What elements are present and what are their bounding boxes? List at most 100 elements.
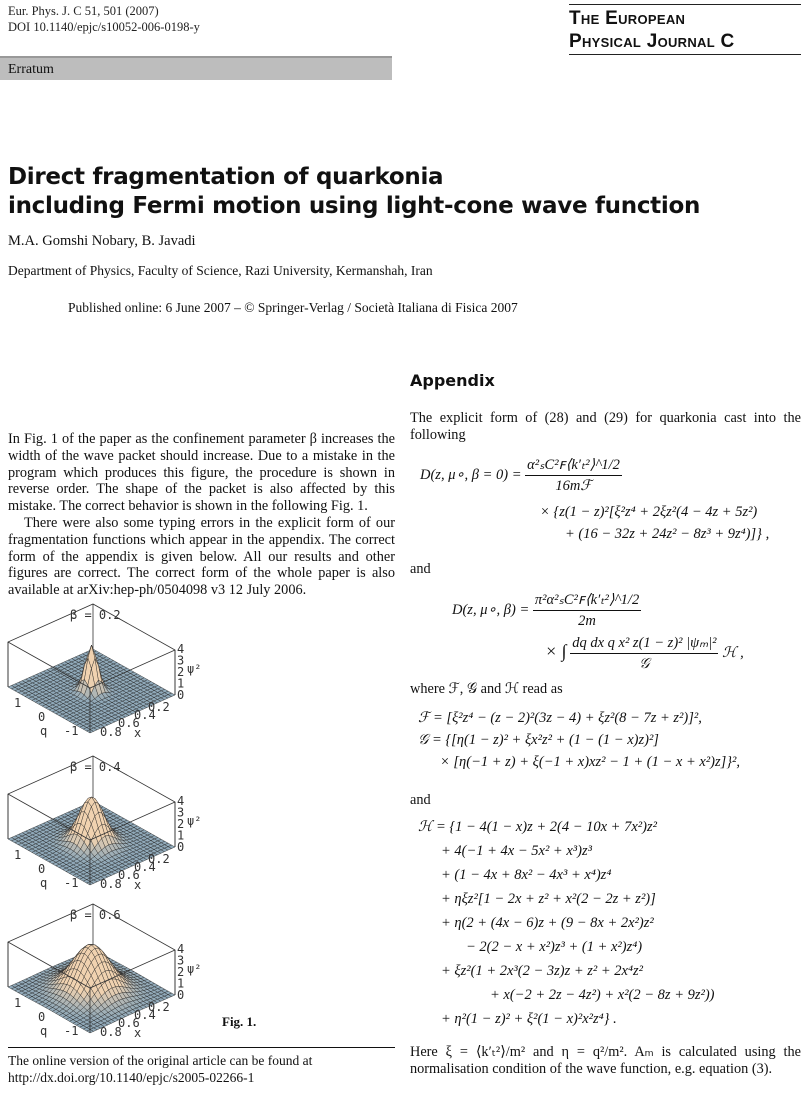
z-tick-label: 4 [177, 794, 184, 808]
text-and: and [410, 561, 431, 577]
eq-H: − 2(2 − x + x²)z³ + (1 + x²)z⁴) [466, 939, 643, 955]
appendix-intro: The explicit form of (28) and (29) for q… [410, 410, 801, 443]
x-tick-label: 0.4 [134, 708, 156, 722]
appendix-heading: Appendix [410, 371, 495, 390]
eq-H: + η²(1 − z)² + ξ²(1 − x)²x²z⁴} . [441, 1011, 617, 1027]
z-axis-label: ψ² [187, 962, 201, 976]
plot-title: β = 0.4 [70, 760, 121, 774]
section-bar: Erratum [0, 56, 392, 80]
z-tick-label: 4 [177, 942, 184, 956]
denominator: 2m [578, 613, 596, 629]
q-tick-label: 0 [38, 710, 45, 724]
z-tick-label: 2 [177, 817, 184, 831]
z-tick-label: 2 [177, 665, 184, 679]
plot-title: β = 0.2 [70, 608, 121, 622]
z-tick-label: 0 [177, 840, 184, 854]
left-column-text: In Fig. 1 of the paper as the confinemen… [8, 431, 395, 599]
appendix-closing: Here ξ = ⟨k′ₜ²⟩/m² and η = q²/m². Aₘ is … [410, 1044, 801, 1077]
footnote-text: The online version of the original artic… [8, 1053, 313, 1068]
z-tick-label: 1 [177, 977, 184, 991]
q-axis-label: q [40, 876, 47, 890]
q-tick-label: 0 [38, 1010, 45, 1024]
eq-lhs: D(z, μ∘, β) = [452, 601, 530, 618]
q-tick-label: 1 [14, 996, 21, 1010]
x-tick-label: 0.2 [148, 852, 170, 866]
eq-H: + ξz²(1 + 2x³(2 − 3z)z + z² + 2x⁴z² [441, 963, 644, 979]
z-tick-label: 3 [177, 806, 184, 820]
title-line2: including Fermi motion using light-cone … [8, 193, 701, 219]
eq-G: 𝒢 = {[η(1 − z)² + ξx²z² + (1 − (1 − x)z)… [418, 732, 659, 748]
z-tick-label: 4 [177, 642, 184, 656]
footnote: The online version of the original artic… [8, 1047, 395, 1086]
eq-H: + η(2 + (4x − 6)z + (9 − 8x + 2x²)z² [441, 915, 654, 931]
eq-line: + (16 − 32z + 24z² − 8z³ + 9z⁴)]} , [565, 526, 770, 542]
q-tick-label: 0 [38, 862, 45, 876]
eq-H: + 4(−1 + 4x − 5x² + x³)z³ [441, 843, 592, 859]
eq-G: × [η(−1 + z) + ξ(−1 + x)xz² − 1 + (1 − x… [440, 754, 741, 770]
numerator: α²ₛC²ꜰ⟨k′ₜ²⟩^1/2 [525, 455, 622, 476]
section-label: Erratum [8, 62, 54, 77]
journal-name-line2: Physical Journal C [569, 31, 735, 52]
z-tick-label: 1 [177, 677, 184, 691]
numerator: dq dx q x² z(1 − z)² |ψₘ|² [570, 633, 719, 654]
text-where: where ℱ, 𝒢 and ℋ read as [410, 681, 563, 697]
z-tick-label: 0 [177, 988, 184, 1002]
eq-H: + x(−2 + 2z − 4z²) + x²(2 − 8z + 9z²)) [490, 987, 715, 1003]
eq-F: ℱ = [ξ²z⁴ − (z − 2)²(3z − 4) + ξz²(8 − 7… [418, 710, 702, 726]
z-axis-label: ψ² [187, 814, 201, 828]
affiliation: Department of Physics, Faculty of Scienc… [8, 263, 433, 278]
z-axis-label: ψ² [187, 662, 201, 676]
eq-H: + (1 − 4x + 8x² − 4x³ + x⁴)z⁴ [441, 867, 612, 883]
q-tick-label: 1 [14, 848, 21, 862]
x-tick-label: 0.4 [134, 1008, 156, 1022]
authors: M.A. Gomshi Nobary, B. Javadi [8, 233, 196, 249]
eq-tail: ℋ , [722, 644, 744, 661]
eq-lhs: D(z, μ∘, β = 0) = [420, 466, 522, 483]
x-tick-label: 0.6 [118, 1016, 140, 1030]
x-tick-label: 0.8 [100, 1025, 122, 1039]
title-line1: Direct fragmentation of quarkonia [8, 164, 444, 190]
denominator: 16mℱ [555, 478, 592, 494]
eq-line: × {z(1 − z)²[ξ²z⁴ + 2ξz²(4 − 4z + 5z²) [540, 504, 758, 520]
z-tick-label: 0 [177, 688, 184, 702]
x-axis-label: x [134, 726, 141, 740]
q-tick-label: -1 [64, 876, 78, 890]
eq-H: + ηξz²[1 − 2x + z² + x²(2 − 2z + z²)] [441, 891, 656, 907]
x-tick-label: 0.6 [118, 868, 140, 882]
eq-H: ℋ = {1 − 4(1 − x)z + 2(4 − 10x + 7x²)z² [418, 819, 657, 835]
q-tick-label: 1 [14, 696, 21, 710]
citation: Eur. Phys. J. C 51, 501 (2007) [8, 4, 159, 18]
q-axis-label: q [40, 1024, 47, 1038]
z-tick-label: 2 [177, 965, 184, 979]
x-tick-label: 0.8 [100, 877, 122, 891]
z-tick-label: 3 [177, 654, 184, 668]
publication-info: Published online: 6 June 2007 – © Spring… [68, 300, 518, 315]
paper-title: Direct fragmentation of quarkonia includ… [8, 163, 700, 221]
x-tick-label: 0.8 [100, 725, 122, 739]
x-tick-label: 0.4 [134, 860, 156, 874]
journal-name-line1: The European [569, 8, 686, 29]
x-tick-label: 0.6 [118, 716, 140, 730]
figure-caption: Fig. 1. [222, 1014, 257, 1029]
x-axis-label: x [134, 878, 141, 892]
doi: DOI 10.1140/epjc/s10052-006-0198-y [8, 20, 200, 34]
q-tick-label: -1 [64, 1024, 78, 1038]
paragraph: There were also some typing errors in th… [8, 514, 395, 599]
z-tick-label: 1 [177, 829, 184, 843]
q-axis-label: q [40, 724, 47, 738]
integral-sign: × ∫ [545, 640, 567, 661]
text-and: and [410, 792, 431, 808]
z-tick-label: 3 [177, 954, 184, 968]
fraction: α²ₛC²ꜰ⟨k′ₜ²⟩^1/2 16mℱ [525, 455, 622, 496]
footnote-link[interactable]: http://dx.doi.org/10.1140/epjc/s2005-022… [8, 1070, 255, 1085]
